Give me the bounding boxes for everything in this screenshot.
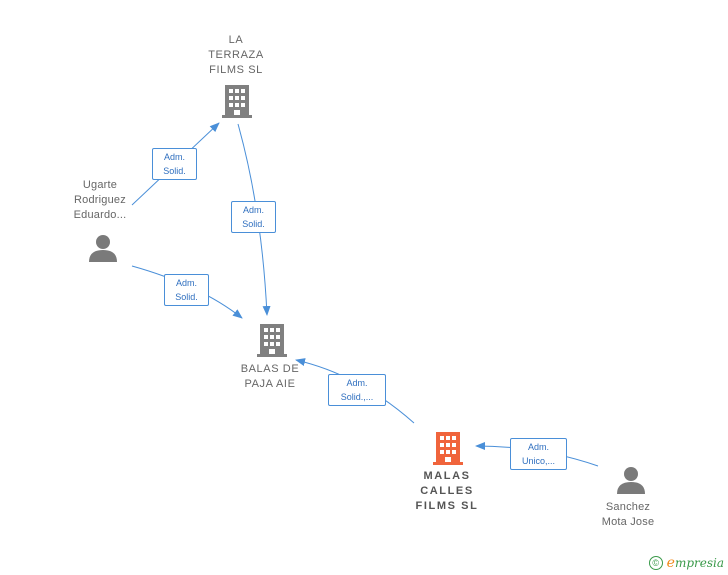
- node-label-la-terraza[interactable]: LA TERRAZA FILMS SL: [208, 34, 264, 76]
- person-icon[interactable]: [616, 465, 646, 495]
- building-icon-focus[interactable]: [432, 430, 466, 466]
- node-label-ugarte[interactable]: Ugarte Rodriguez Eduardo...: [73, 179, 127, 221]
- edge-label-malas-balas[interactable]: Adm. Solid.,...: [328, 374, 386, 406]
- node-label-malas-calles[interactable]: MALAS CALLES FILMS SL: [415, 470, 479, 512]
- edge-label-sanchez-malas[interactable]: Adm. Unico,...: [510, 438, 567, 470]
- node-label-sanchez[interactable]: Sanchez Mota Jose: [601, 501, 655, 528]
- person-icon[interactable]: [88, 233, 118, 263]
- edge-label-ugarte-balas[interactable]: Adm. Solid.: [164, 274, 209, 306]
- edge-label-ugarte-terraza[interactable]: Adm. Solid.: [152, 148, 197, 180]
- brand-logo: empresia: [666, 555, 724, 571]
- building-icon[interactable]: [256, 322, 290, 358]
- edge-label-terraza-balas[interactable]: Adm. Solid.: [231, 201, 276, 233]
- footer-brand[interactable]: © empresia: [648, 555, 724, 571]
- copyright-icon: ©: [648, 556, 663, 570]
- node-label-balas-de-paja[interactable]: BALAS DE PAJA AIE: [240, 363, 300, 390]
- building-icon[interactable]: [221, 83, 255, 119]
